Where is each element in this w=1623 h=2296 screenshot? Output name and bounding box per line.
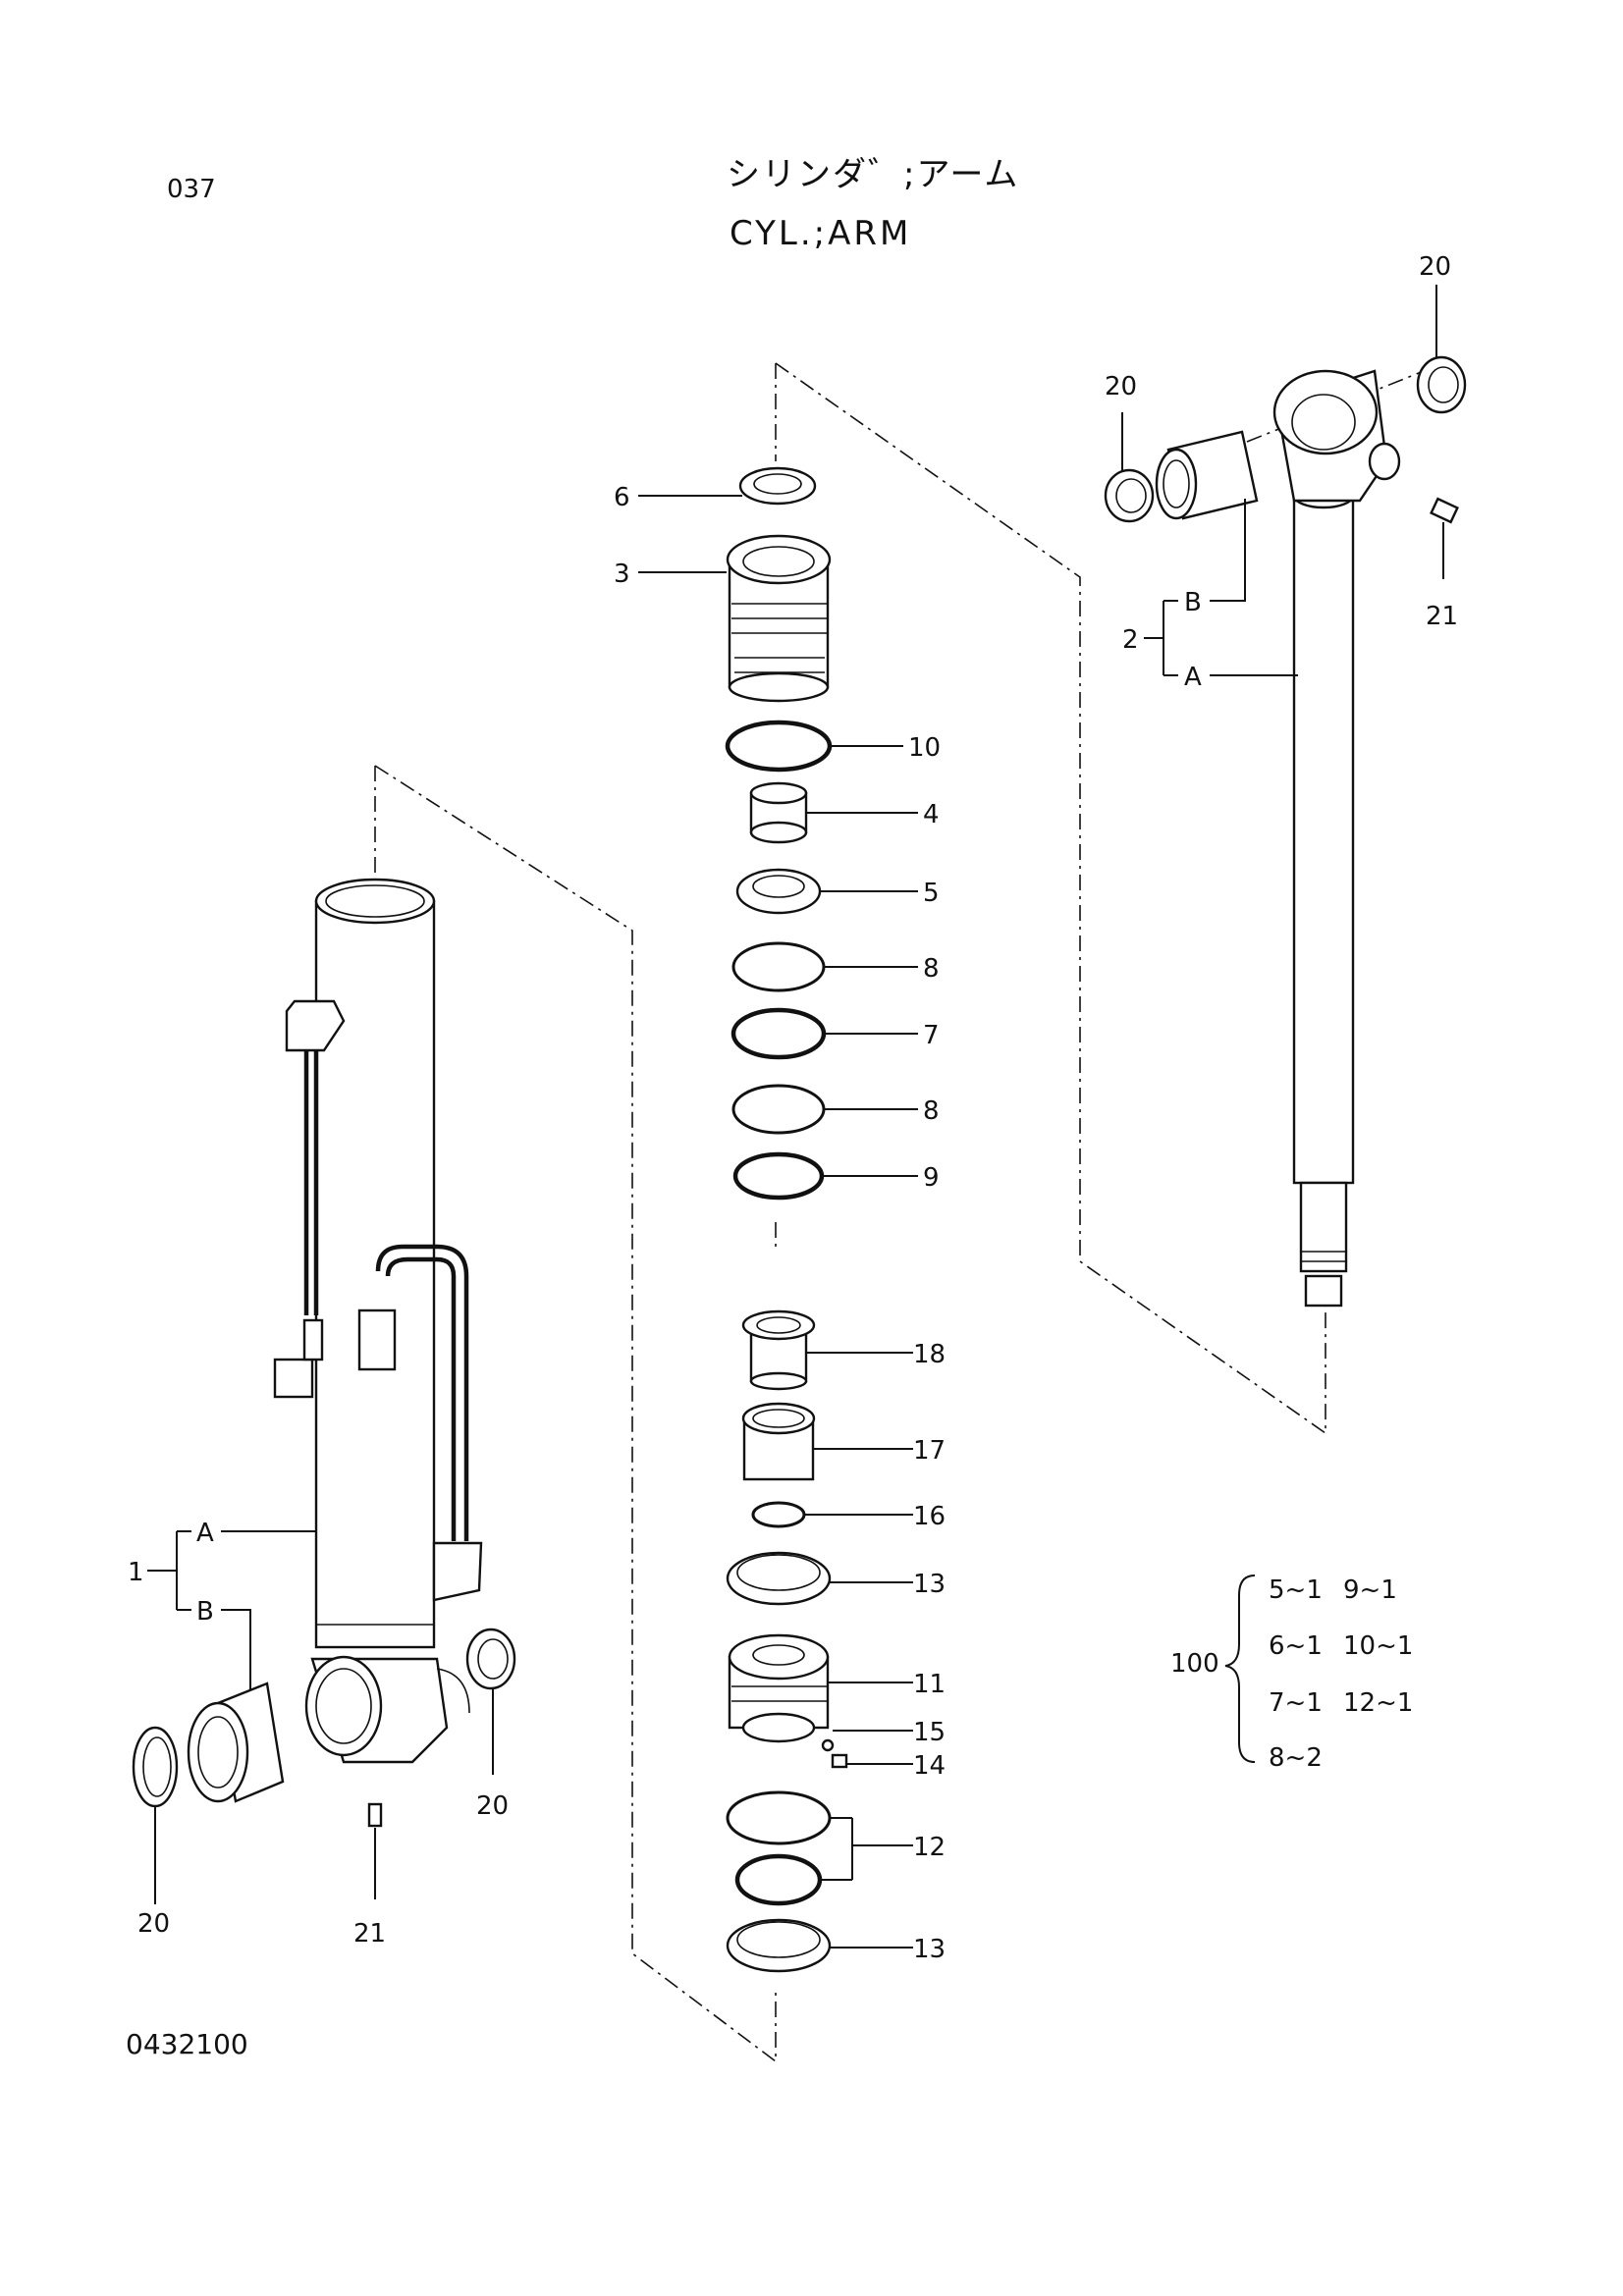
callout-15: 15 xyxy=(913,1718,946,1747)
callout-16: 16 xyxy=(913,1502,946,1531)
set-screw-14 xyxy=(831,1753,913,1769)
seal-kit-number: 100 xyxy=(1170,1649,1219,1679)
callout-7: 7 xyxy=(923,1021,940,1050)
callout-20-rod-right: 20 xyxy=(1419,252,1451,282)
dust-seal-20-rod-left xyxy=(1104,412,1155,523)
seal-kit-item: 9~1 xyxy=(1343,1575,1397,1605)
callout-20-rod-left: 20 xyxy=(1105,372,1137,401)
seal-kit-item: 8~2 xyxy=(1269,1743,1323,1773)
collar-18 xyxy=(741,1309,913,1391)
callout-20-left: 20 xyxy=(137,1909,170,1939)
callout-1: 1 xyxy=(128,1558,144,1587)
grease-fitting-21-upper xyxy=(1430,497,1459,579)
u-ring-7 xyxy=(730,1007,918,1060)
bushing-2b xyxy=(1155,430,1259,520)
callout-9: 9 xyxy=(923,1163,940,1193)
seal-kit-item: 10~1 xyxy=(1343,1631,1414,1661)
callout-8-lower: 8 xyxy=(923,1096,940,1126)
callout-2-bracket xyxy=(1144,499,1298,676)
slide-ring-13-upper xyxy=(726,1551,913,1606)
callout-11: 11 xyxy=(913,1670,946,1699)
piston-11 xyxy=(728,1633,913,1743)
dust-seal-20-rod-right xyxy=(1416,285,1467,414)
callout-2: 2 xyxy=(1122,625,1139,655)
seal-kit-item: 7~1 xyxy=(1269,1688,1323,1718)
backup-ring-8-upper xyxy=(731,941,918,992)
seal-kit-item: 6~1 xyxy=(1269,1631,1323,1661)
dust-seal-20-tube xyxy=(465,1628,516,1775)
dust-seal-20-left xyxy=(132,1726,179,1904)
o-ring-10 xyxy=(725,720,903,773)
cylinder-head-3 xyxy=(638,534,832,703)
callout-17: 17 xyxy=(913,1436,946,1466)
callout-12: 12 xyxy=(913,1833,946,1862)
title-english: CYL.;ARM xyxy=(730,214,912,253)
callout-13-lower: 13 xyxy=(913,1935,946,1964)
drawing-number: 0432100 xyxy=(126,2028,248,2060)
callout-4: 4 xyxy=(923,800,940,829)
callout-21-lower: 21 xyxy=(353,1919,386,1949)
callout-21-upper: 21 xyxy=(1426,602,1458,631)
seal-kit-brace xyxy=(1224,1575,1256,1763)
slide-ring-13-lower xyxy=(726,1918,913,1973)
page-number: 037 xyxy=(167,175,216,204)
title-japanese: シリンダ゛;アーム xyxy=(727,155,1020,194)
assembly-line-tube-right xyxy=(374,765,777,2063)
assembly-line-rod xyxy=(775,362,1326,1435)
bushing-1b xyxy=(187,1682,285,1803)
callout-2-B: B xyxy=(1184,588,1202,617)
callout-3: 3 xyxy=(614,560,630,589)
seal-kit-item: 12~1 xyxy=(1343,1688,1414,1718)
ball-15 xyxy=(821,1730,913,1752)
callout-20-tube: 20 xyxy=(476,1791,509,1821)
backup-ring-8-lower xyxy=(731,1084,918,1135)
callout-13-upper: 13 xyxy=(913,1570,946,1599)
ring-16 xyxy=(751,1501,913,1528)
grease-fitting-21-lower xyxy=(367,1802,383,1899)
o-ring-9 xyxy=(732,1151,918,1201)
callout-14: 14 xyxy=(913,1751,946,1781)
callout-6: 6 xyxy=(614,483,630,512)
callout-5: 5 xyxy=(923,879,940,908)
seal-ring-12 xyxy=(726,1790,913,1906)
cylinder-tube xyxy=(273,878,483,1764)
piston-rod xyxy=(1272,369,1401,1308)
cushion-ring-17 xyxy=(741,1402,913,1481)
callout-8-upper: 8 xyxy=(923,954,940,984)
seal-5 xyxy=(735,868,918,915)
callout-1-A: A xyxy=(196,1519,214,1548)
callout-1-bracket xyxy=(147,1530,316,1693)
callout-2-A: A xyxy=(1184,663,1202,692)
bushing-4 xyxy=(749,781,918,844)
callout-1-B: B xyxy=(196,1597,214,1627)
callout-10: 10 xyxy=(908,733,941,763)
seal-kit-item: 5~1 xyxy=(1269,1575,1323,1605)
dust-seal-6 xyxy=(638,466,817,506)
callout-18: 18 xyxy=(913,1340,946,1369)
